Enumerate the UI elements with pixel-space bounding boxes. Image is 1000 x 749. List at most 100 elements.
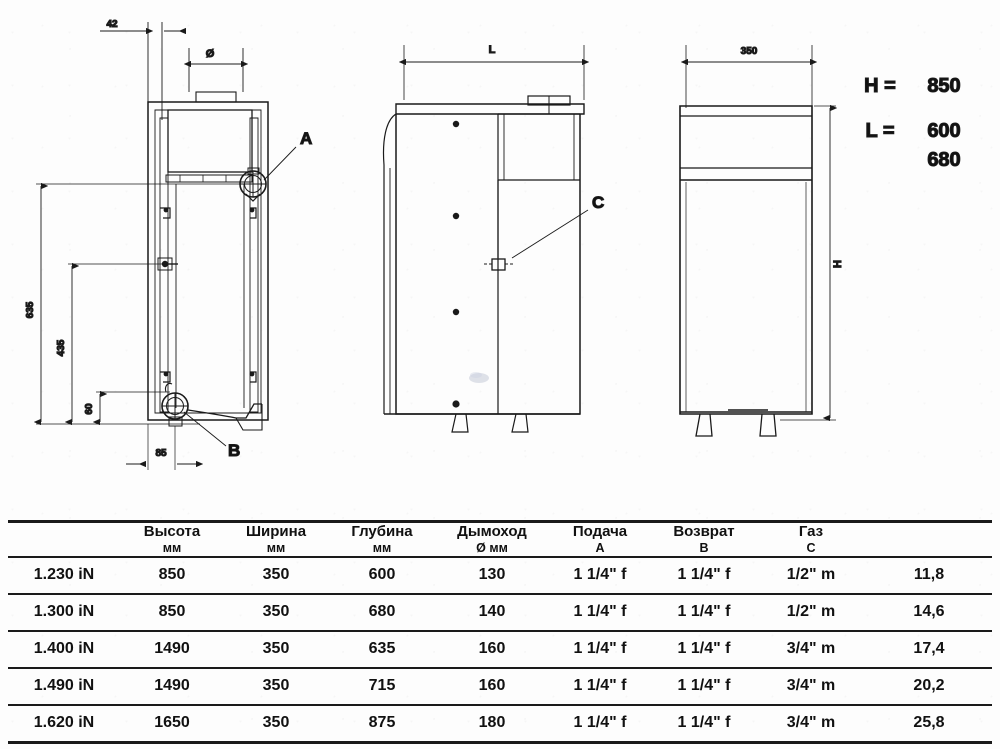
column-header-flue-title: Дымоход (457, 523, 527, 540)
column-header-return-title: Возврат (673, 523, 735, 540)
cell-flow: 1 1/4" f (573, 603, 627, 621)
cell-gas: 3/4" m (786, 640, 836, 658)
cell-flue: 160 (478, 677, 506, 695)
cell-model: 1.230 iN (33, 566, 95, 584)
legend-block: H = 850 L = 600 680 (864, 74, 962, 171)
cell-flow: 1 1/4" f (573, 714, 627, 732)
cell-return: 1 1/4" f (677, 566, 731, 584)
legend-depth-value-2: 680 (927, 149, 960, 171)
drawings-area: A B (24, 18, 962, 470)
dim-635-label: 635 (25, 301, 36, 318)
column-header-model (8, 522, 120, 557)
dim-H-label: H (832, 260, 844, 268)
cell-model: 1.620 iN (33, 714, 95, 732)
column-header-depth: Глубина мм (328, 522, 436, 557)
dim-42-label: 42 (106, 19, 118, 30)
legend-height-value: 850 (927, 75, 960, 97)
cell-flue: 160 (478, 640, 506, 658)
table-row: 1.230 iN 850 350 600 130 1 1/4" f 1 1/4"… (8, 556, 992, 594)
specification-table: Высота мм Ширина мм Глубина мм Дымоход Ø… (8, 520, 992, 745)
cell-depth: 635 (368, 640, 396, 658)
cell-width: 350 (262, 566, 290, 584)
cell-flue: 180 (478, 714, 506, 732)
column-header-flow: Подача A (548, 522, 652, 557)
dim-diameter-label: Ø (206, 48, 215, 60)
cell-weight: 20,2 (913, 677, 945, 695)
callout-c-label: C (592, 193, 604, 212)
port-b-fitting (161, 382, 189, 427)
cell-return: 1 1/4" f (677, 677, 731, 695)
callout-a-label: A (300, 129, 312, 148)
cell-weight: 17,4 (913, 640, 945, 658)
cell-gas: 1/2" m (786, 603, 836, 621)
bottom-rule-cell (8, 742, 992, 744)
cell-width: 350 (262, 677, 290, 695)
table-body: 1.230 iN 850 350 600 130 1 1/4" f 1 1/4"… (8, 556, 992, 743)
column-header-width-title: Ширина (245, 523, 307, 540)
cell-height: 850 (158, 566, 186, 584)
cell-height: 1650 (154, 714, 190, 732)
cell-model: 1.300 iN (33, 603, 95, 621)
column-header-width-unit: мм (266, 541, 286, 556)
dim-435-label: 435 (56, 339, 67, 356)
column-header-return: Возврат B (652, 522, 756, 557)
column-header-return-unit: B (699, 541, 709, 556)
cell-height: 1490 (154, 640, 190, 658)
cell-model: 1.490 iN (33, 677, 95, 695)
column-header-flue: Дымоход Ø мм (436, 522, 548, 557)
side-section-view: A B (24, 18, 313, 470)
cell-width: 350 (262, 603, 290, 621)
dim-85-label: 85 (155, 448, 167, 459)
cell-gas: 3/4" m (786, 677, 836, 695)
table-header-row: Высота мм Ширина мм Глубина мм Дымоход Ø… (8, 521, 992, 557)
table-foot (8, 742, 992, 745)
cell-gas: 1/2" m (786, 566, 836, 584)
column-header-flow-unit: A (595, 541, 605, 556)
legend-depth-label: L = (865, 120, 894, 142)
dim-L-label: L (489, 44, 496, 56)
cell-return: 1 1/4" f (677, 640, 731, 658)
technical-drawings-svg: A B (24, 18, 962, 470)
specification-table-wrap: Высота мм Ширина мм Глубина мм Дымоход Ø… (8, 520, 992, 745)
table-row: 1.400 iN 1490 350 635 160 1 1/4" f 1 1/4… (8, 630, 992, 668)
callout-b-label: B (228, 441, 240, 460)
cell-gas: 3/4" m (786, 714, 836, 732)
column-header-height-unit: мм (162, 541, 182, 556)
table-row: 1.490 iN 1490 350 715 160 1 1/4" f 1 1/4… (8, 667, 992, 705)
column-header-flow-title: Подача (572, 523, 628, 540)
cell-flue: 140 (478, 603, 506, 621)
cell-flow: 1 1/4" f (573, 640, 627, 658)
table-row: 1.620 iN 1650 350 875 180 1 1/4" f 1 1/4… (8, 704, 992, 743)
cell-flow: 1 1/4" f (573, 566, 627, 584)
cell-weight: 11,8 (913, 566, 945, 584)
column-header-height: Высота мм (120, 522, 224, 557)
table-bottom-rule (8, 742, 992, 745)
column-header-gas-title: Газ (798, 523, 824, 540)
front-view: 350 (679, 45, 845, 437)
column-header-flue-unit: Ø мм (476, 541, 508, 556)
column-header-weight (866, 522, 992, 557)
port-c-fitting (484, 258, 514, 271)
cell-return: 1 1/4" f (677, 714, 731, 732)
legend-depth-value-1: 600 (927, 120, 960, 142)
cell-depth: 875 (368, 714, 396, 732)
cell-model: 1.400 iN (33, 640, 95, 658)
cell-depth: 715 (368, 677, 396, 695)
cell-height: 1490 (154, 677, 190, 695)
cell-weight: 25,8 (913, 714, 945, 732)
column-header-depth-title: Глубина (351, 523, 413, 540)
cell-depth: 600 (368, 566, 396, 584)
table-head: Высота мм Ширина мм Глубина мм Дымоход Ø… (8, 521, 992, 557)
column-header-gas-unit: C (806, 541, 816, 556)
column-header-gas: Газ C (756, 522, 866, 557)
cell-width: 350 (262, 714, 290, 732)
column-header-height-title: Высота (143, 523, 201, 540)
cell-return: 1 1/4" f (677, 603, 731, 621)
cell-flue: 130 (478, 566, 506, 584)
cell-flow: 1 1/4" f (573, 677, 627, 695)
cell-weight: 14,6 (913, 603, 945, 621)
dim-60-label: 60 (84, 403, 95, 415)
dim-350-label: 350 (741, 46, 758, 57)
legend-height-label: H = (864, 75, 896, 97)
